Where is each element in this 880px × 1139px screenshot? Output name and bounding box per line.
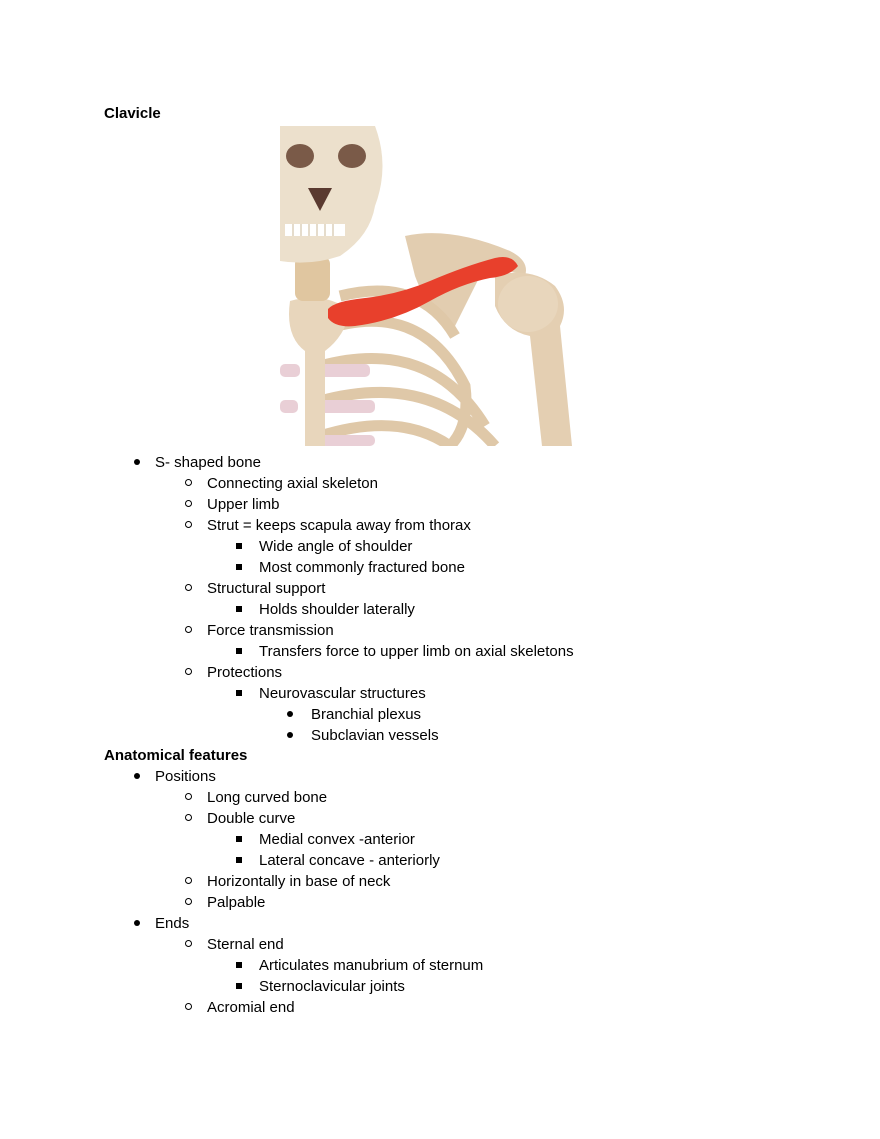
square-bullet-icon <box>232 850 246 871</box>
circle-bullet-icon <box>181 662 195 683</box>
circle-bullet-icon <box>181 892 195 913</box>
circle-bullet-icon <box>181 871 195 892</box>
skeleton-illustration-icon <box>280 126 586 446</box>
circle-bullet-icon <box>181 578 195 599</box>
square-bullet-icon <box>232 641 246 662</box>
section-heading-anatomical-features: Anatomical features <box>104 747 248 764</box>
circle-bullet-icon <box>181 620 195 641</box>
disc-bullet-icon <box>130 452 144 473</box>
square-bullet-icon <box>232 683 246 704</box>
disc-bullet-icon <box>130 766 144 787</box>
circle-bullet-icon <box>181 934 195 955</box>
square-bullet-icon <box>232 829 246 850</box>
square-bullet-icon <box>232 536 246 557</box>
circle-bullet-icon <box>181 808 195 829</box>
disc-bullet-icon <box>283 704 297 725</box>
square-bullet-icon <box>232 557 246 578</box>
circle-bullet-icon <box>181 997 195 1018</box>
circle-bullet-icon <box>181 473 195 494</box>
square-bullet-icon <box>232 599 246 620</box>
section-heading-clavicle: Clavicle <box>104 105 161 122</box>
circle-bullet-icon <box>181 787 195 808</box>
square-bullet-icon <box>232 976 246 997</box>
disc-bullet-icon <box>130 913 144 934</box>
circle-bullet-icon <box>181 515 195 536</box>
clavicle-skeleton-image <box>280 126 586 446</box>
square-bullet-icon <box>232 955 246 976</box>
circle-bullet-icon <box>181 494 195 515</box>
disc-bullet-icon <box>283 725 297 746</box>
